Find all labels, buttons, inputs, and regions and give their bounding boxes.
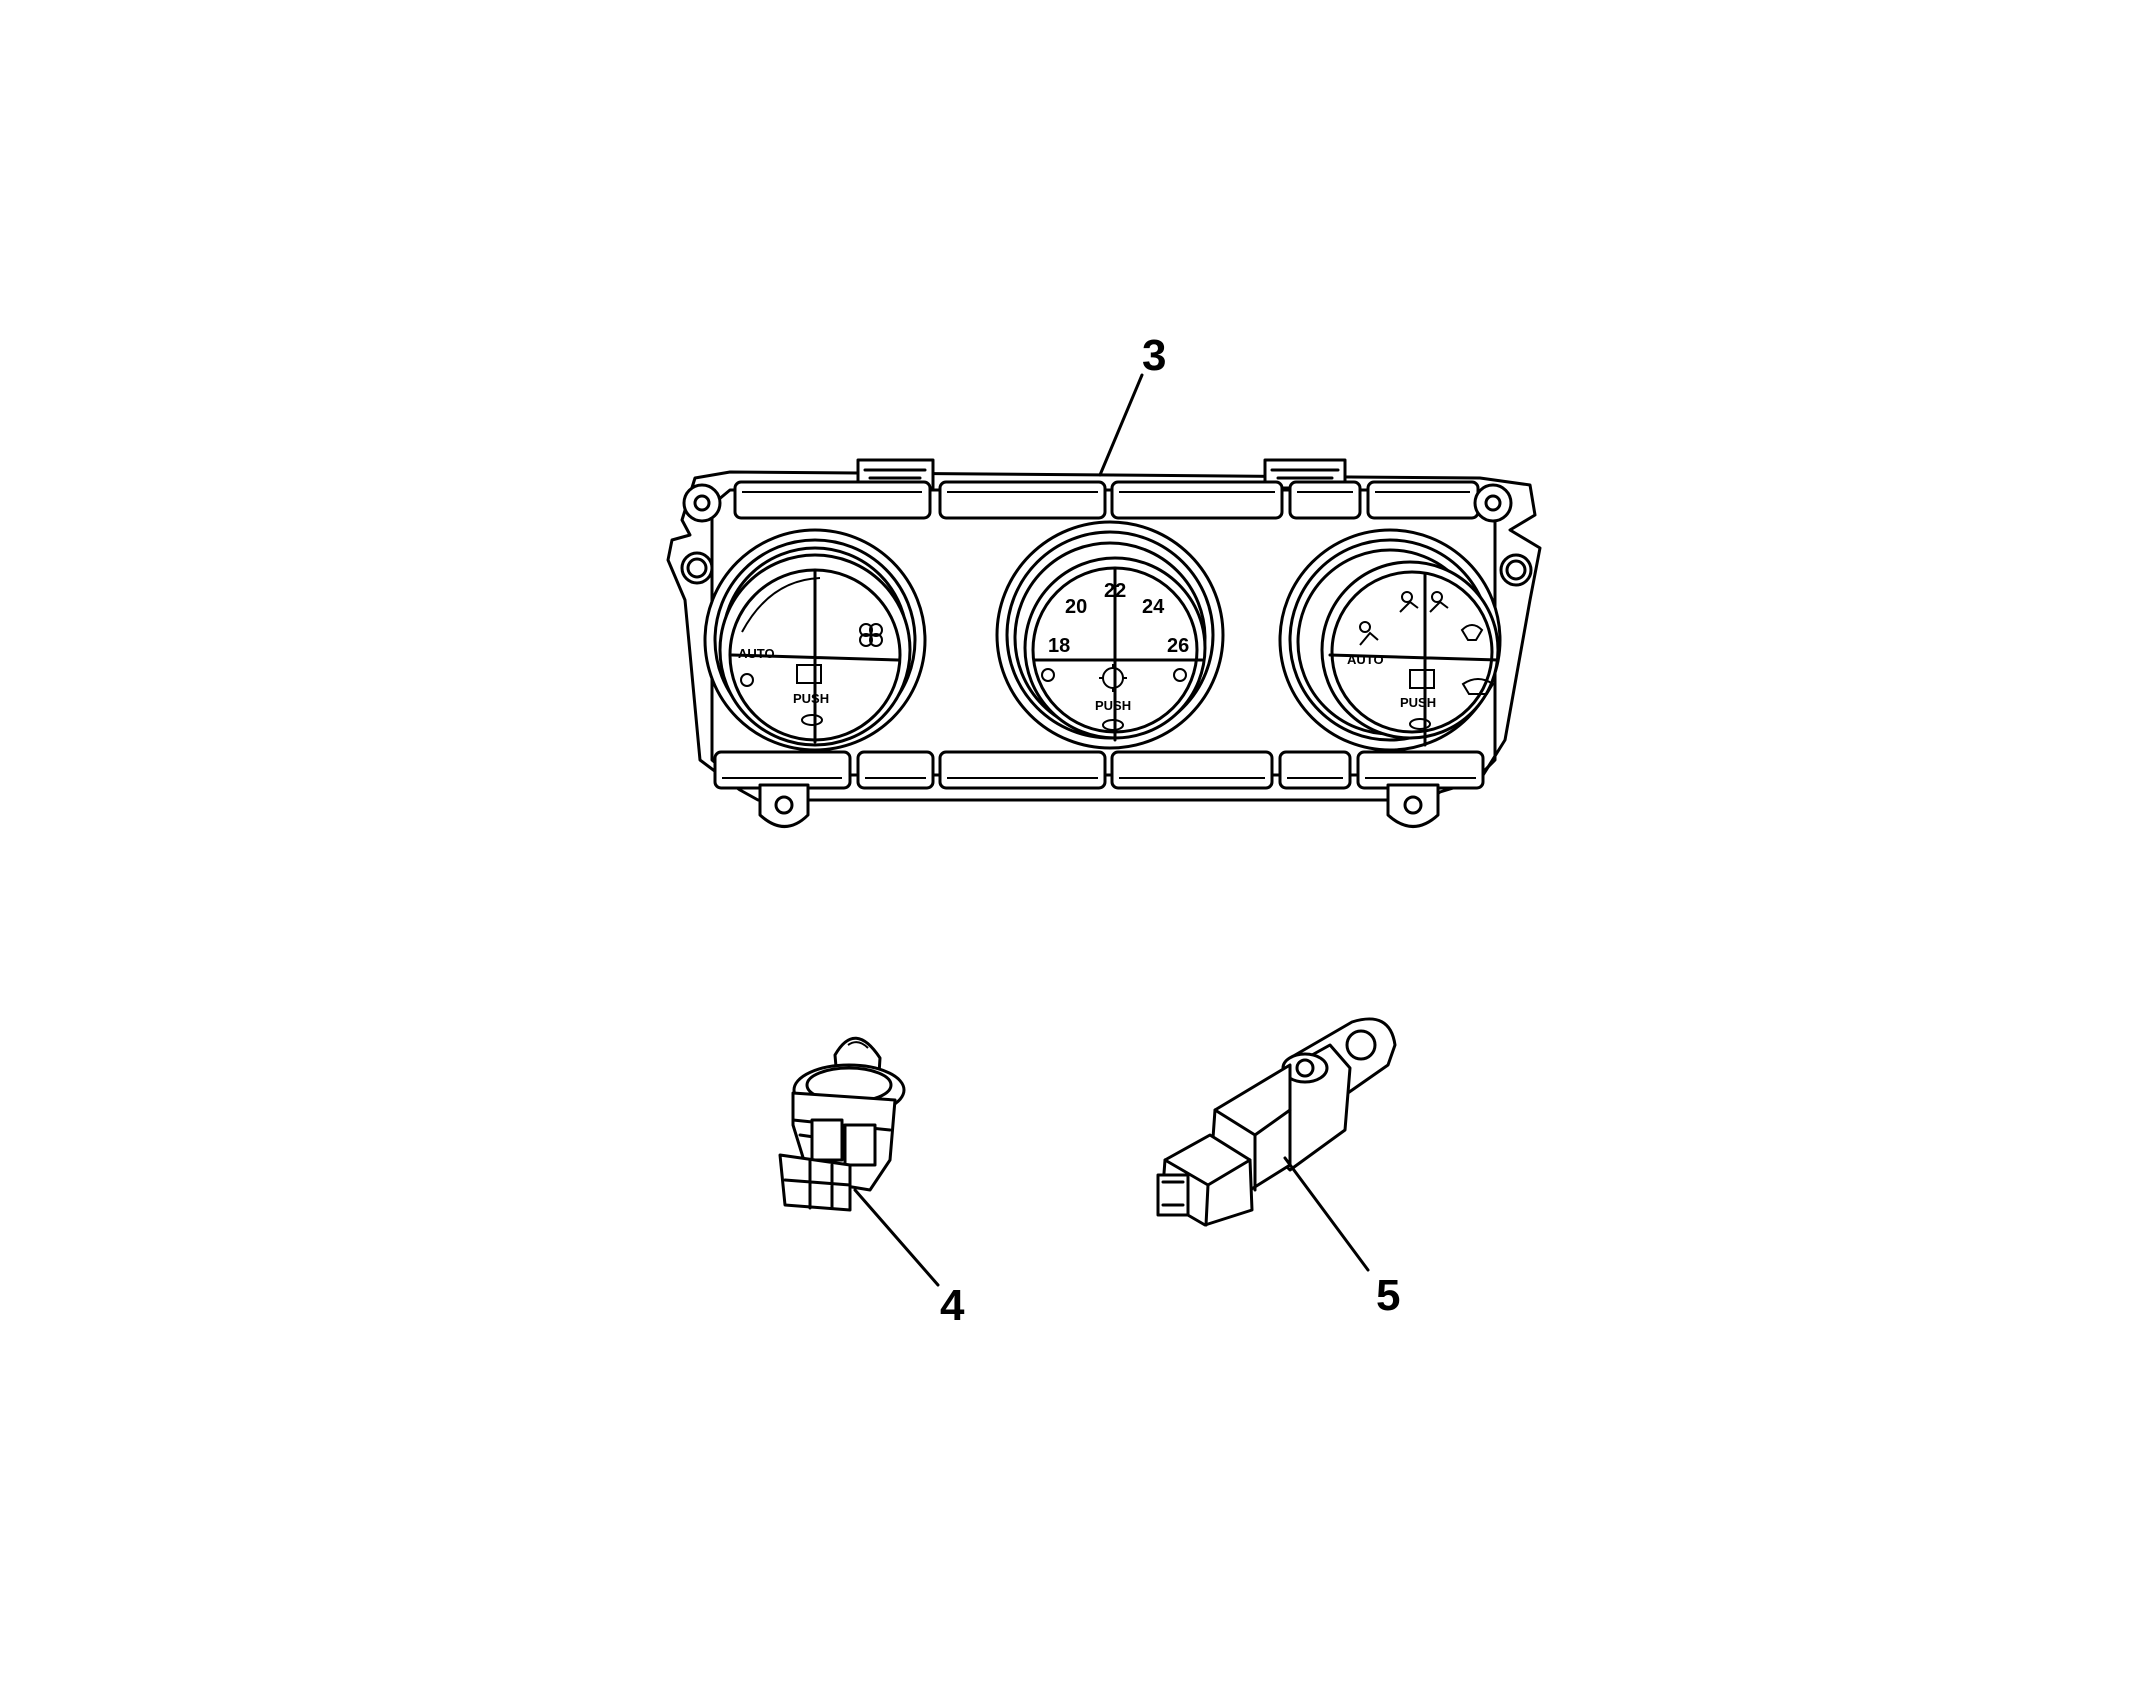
vent-bilevel-icon — [1429, 591, 1449, 613]
mounting-ear-top-left — [682, 483, 722, 523]
grommet-left — [680, 551, 714, 585]
top-slots — [733, 480, 1480, 520]
mounting-ear-bottom-right — [1386, 783, 1440, 828]
climate-control-panel: AUTO PUSH 18 20 22 24 26 — [666, 373, 1542, 828]
vent-feet-icon — [1399, 591, 1419, 613]
recirculation-icon — [1099, 664, 1127, 692]
temp-tick-18: 18 — [1048, 635, 1070, 657]
defrost-button-icon — [796, 664, 822, 684]
callout-5-leader — [1283, 1156, 1370, 1272]
right-dial-airflow-mode: AUTO PUSH — [1278, 528, 1502, 752]
mounting-ear-top-right — [1473, 483, 1513, 523]
vent-face-icon — [1359, 621, 1379, 646]
left-dial-push-label: PUSH — [793, 691, 829, 706]
center-dial-push-label: PUSH — [1095, 698, 1131, 713]
temp-tick-22: 22 — [1104, 580, 1126, 602]
right-dial-auto-label: AUTO — [1347, 652, 1384, 667]
callout-5: 5 — [1376, 1271, 1400, 1320]
left-dial-fan-speed: AUTO PUSH — [703, 528, 927, 752]
callout-3-leader — [1098, 373, 1144, 477]
right-dial-push-label: PUSH — [1400, 695, 1436, 710]
temp-tick-20: 20 — [1065, 596, 1087, 618]
temp-tick-24: 24 — [1142, 596, 1165, 618]
push-switch — [778, 1036, 906, 1212]
center-dial-temperature: 18 20 22 24 26 PUSH — [995, 520, 1225, 750]
grommet-right — [1499, 553, 1533, 587]
windshield-defrost-icon — [1461, 678, 1495, 695]
sensor-with-bracket — [1156, 1017, 1397, 1227]
callout-4-leader — [853, 1188, 940, 1287]
bottom-slots — [713, 750, 1485, 790]
callout-4: 4 — [940, 1281, 965, 1330]
mounting-ear-bottom-left — [758, 783, 810, 828]
ac-button-icon — [1409, 669, 1435, 689]
callout-3: 3 — [1142, 331, 1166, 380]
defrost-floor-icon — [1460, 624, 1484, 641]
temp-tick-26: 26 — [1167, 635, 1189, 657]
left-dial-auto-label: AUTO — [738, 646, 775, 661]
fan-icon — [859, 623, 883, 647]
